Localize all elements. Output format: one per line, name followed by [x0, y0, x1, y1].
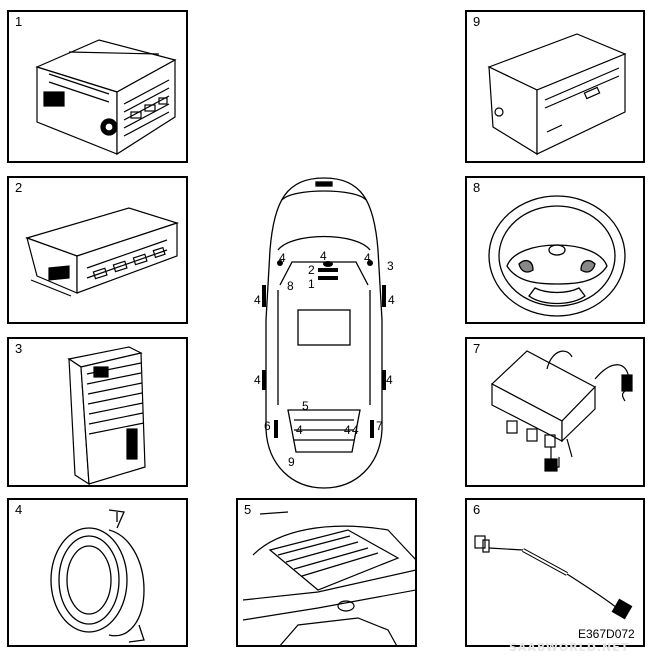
- panel-2: 2: [7, 176, 188, 324]
- callout-label: 2: [308, 263, 315, 277]
- panel-number: 8: [473, 180, 481, 195]
- panel-number: 1: [15, 14, 23, 29]
- antenna-cable-icon: [474, 535, 633, 620]
- car-top-view-diagram: 4 2 4 4 3 4 1 8 4 4 4 4 5 6 4 4 7 9: [254, 177, 395, 489]
- display-unit-icon: [25, 207, 179, 297]
- panel-1: 1: [7, 10, 188, 163]
- rear-window-antenna-icon: [242, 511, 415, 645]
- callout-label: 4: [320, 249, 327, 263]
- head-unit-radio-icon: [35, 39, 177, 156]
- callout-label: 6: [264, 419, 271, 433]
- figure-code: E367D072: [578, 627, 635, 641]
- callout-label: 5: [302, 399, 309, 413]
- callout-label: 8: [287, 279, 294, 293]
- panel-4: 4: [7, 498, 188, 647]
- panel-5: 5: [236, 498, 417, 647]
- amplifier-icon: [67, 346, 146, 485]
- callout-label: 4: [386, 373, 393, 387]
- callout-label: 4: [364, 251, 371, 265]
- panel-number: 7: [473, 341, 481, 356]
- panel-number: 4: [15, 502, 23, 517]
- speaker-icon: [50, 509, 145, 643]
- callout-label: 4: [296, 423, 303, 437]
- panel-number: 5: [244, 502, 252, 517]
- panel-3: 3: [7, 337, 188, 487]
- cd-changer-icon: [487, 33, 627, 156]
- panel-8: 8: [465, 176, 645, 324]
- panel-number: 9: [473, 14, 481, 29]
- watermark: SAABWORLD.NET: [509, 641, 630, 654]
- panel-7: 7: [465, 337, 645, 487]
- panel-9: 9: [465, 10, 645, 163]
- callout-label: 4: [388, 293, 395, 307]
- callout-label: 4: [254, 373, 261, 387]
- callout-label: 4: [279, 251, 286, 265]
- callout-label: 4: [352, 423, 359, 437]
- panel-number: 2: [15, 180, 23, 195]
- callout-label: 7: [376, 419, 383, 433]
- callout-label: 4: [344, 423, 351, 437]
- panel-number: 6: [473, 502, 481, 517]
- panel-6: 6: [465, 498, 645, 647]
- callout-label: 3: [387, 259, 394, 273]
- control-module-icon: [490, 350, 633, 472]
- callout-label: 1: [308, 277, 315, 291]
- callout-label: 9: [288, 455, 295, 469]
- panel-number: 3: [15, 341, 23, 356]
- callout-label: 4: [254, 293, 261, 307]
- steering-wheel-icon: [488, 195, 626, 317]
